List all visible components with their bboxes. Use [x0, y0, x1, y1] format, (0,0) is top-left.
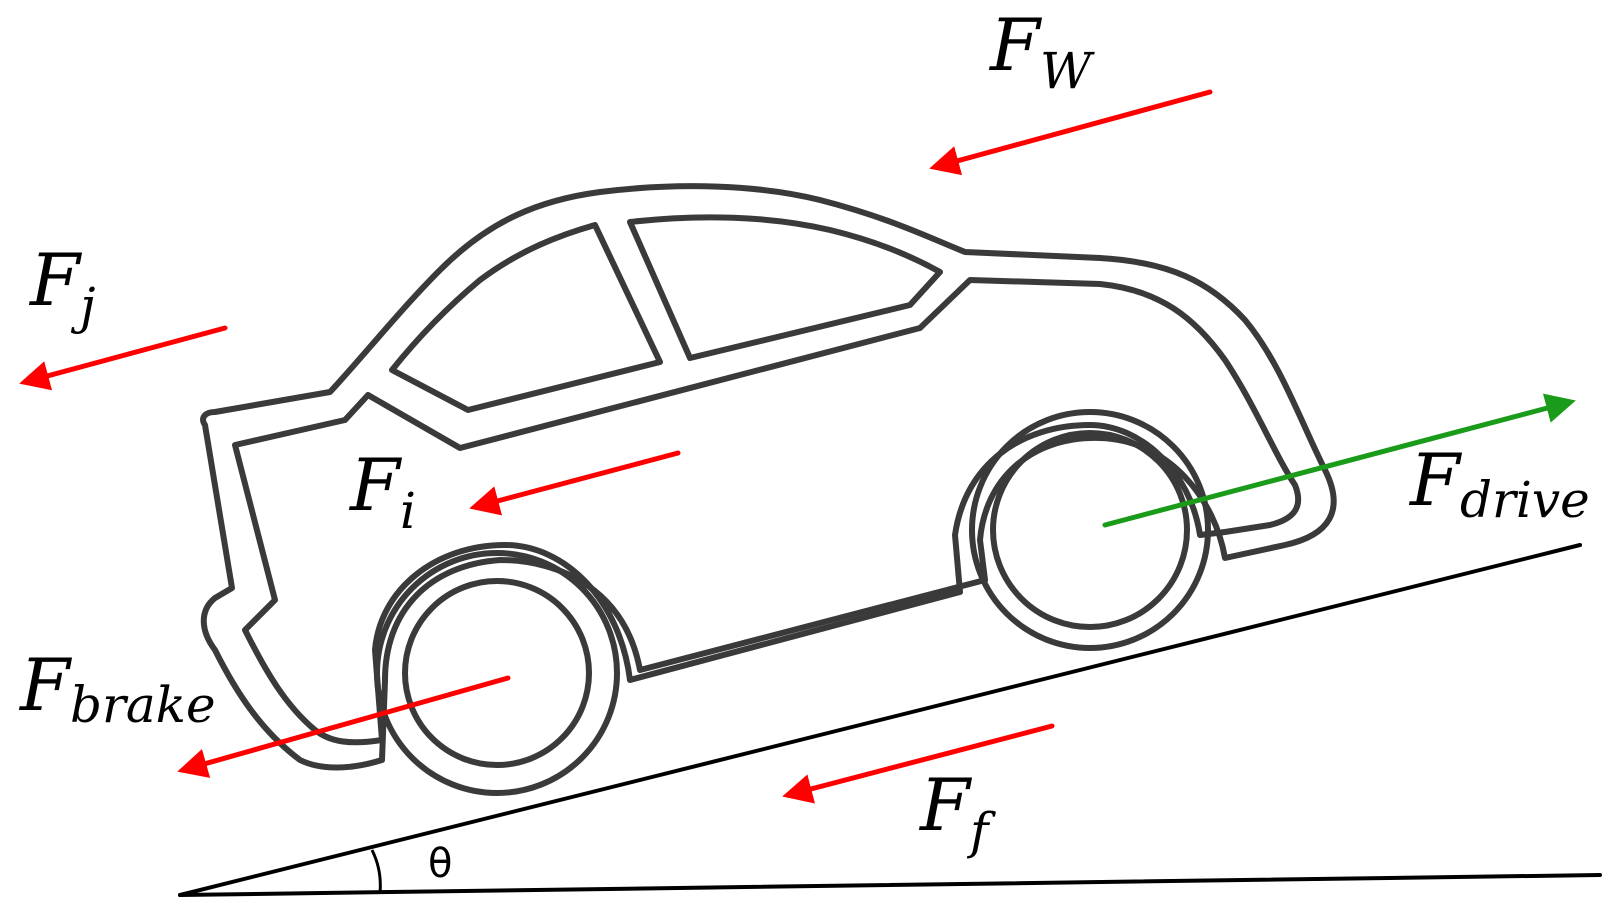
car-front-window — [627, 214, 943, 361]
car-front-wheel-outer — [969, 409, 1211, 651]
brake-force-symbol: F — [18, 643, 73, 727]
drive-force-arrow — [1102, 393, 1576, 528]
car-rear-window — [389, 222, 663, 413]
inertia-force-arrow — [469, 450, 681, 516]
brake-force-label: Fbrake — [18, 643, 216, 734]
car-rear-wheel-inner — [402, 578, 592, 768]
incline: θ — [178, 543, 1602, 897]
acceleration-resistance-symbol: F — [28, 238, 83, 322]
brake-force-arrow — [177, 675, 511, 778]
friction-force-subscript: f — [966, 802, 996, 860]
drive-force-symbol: F — [1408, 438, 1463, 522]
inertia-force-subscript: i — [400, 482, 416, 540]
acceleration-resistance-label: Fj — [28, 238, 95, 335]
car-front-wheel-inner — [990, 430, 1190, 630]
inertia-force-symbol: F — [348, 443, 403, 527]
inclined-slope-line — [178, 543, 1582, 897]
incline-angle-label: θ — [428, 841, 452, 887]
wind-force-arrow — [929, 89, 1213, 176]
car — [200, 183, 1337, 796]
acceleration-resistance-arrow — [19, 325, 228, 391]
friction-force-symbol: F — [918, 763, 973, 847]
incline-angle-arc — [370, 849, 382, 894]
car-body-outer-outline — [200, 183, 1337, 771]
inertia-force-label: Fi — [348, 443, 416, 540]
force-labels: FW Fj Fi Fdrive Fbrake Ff — [18, 3, 1590, 860]
car-rear-wheel-outer — [374, 550, 620, 796]
friction-force-arrow — [782, 723, 1055, 804]
wind-force-subscript: W — [1040, 42, 1095, 100]
brake-force-subscript: brake — [70, 676, 216, 734]
wind-force-label: FW — [988, 3, 1095, 100]
force-arrows — [19, 89, 1576, 804]
wind-force-symbol: F — [988, 3, 1043, 87]
drive-force-subscript: drive — [1460, 471, 1590, 529]
horizontal-ground-line — [178, 873, 1602, 897]
friction-force-label: Ff — [918, 763, 996, 860]
drive-force-label: Fdrive — [1408, 438, 1590, 529]
